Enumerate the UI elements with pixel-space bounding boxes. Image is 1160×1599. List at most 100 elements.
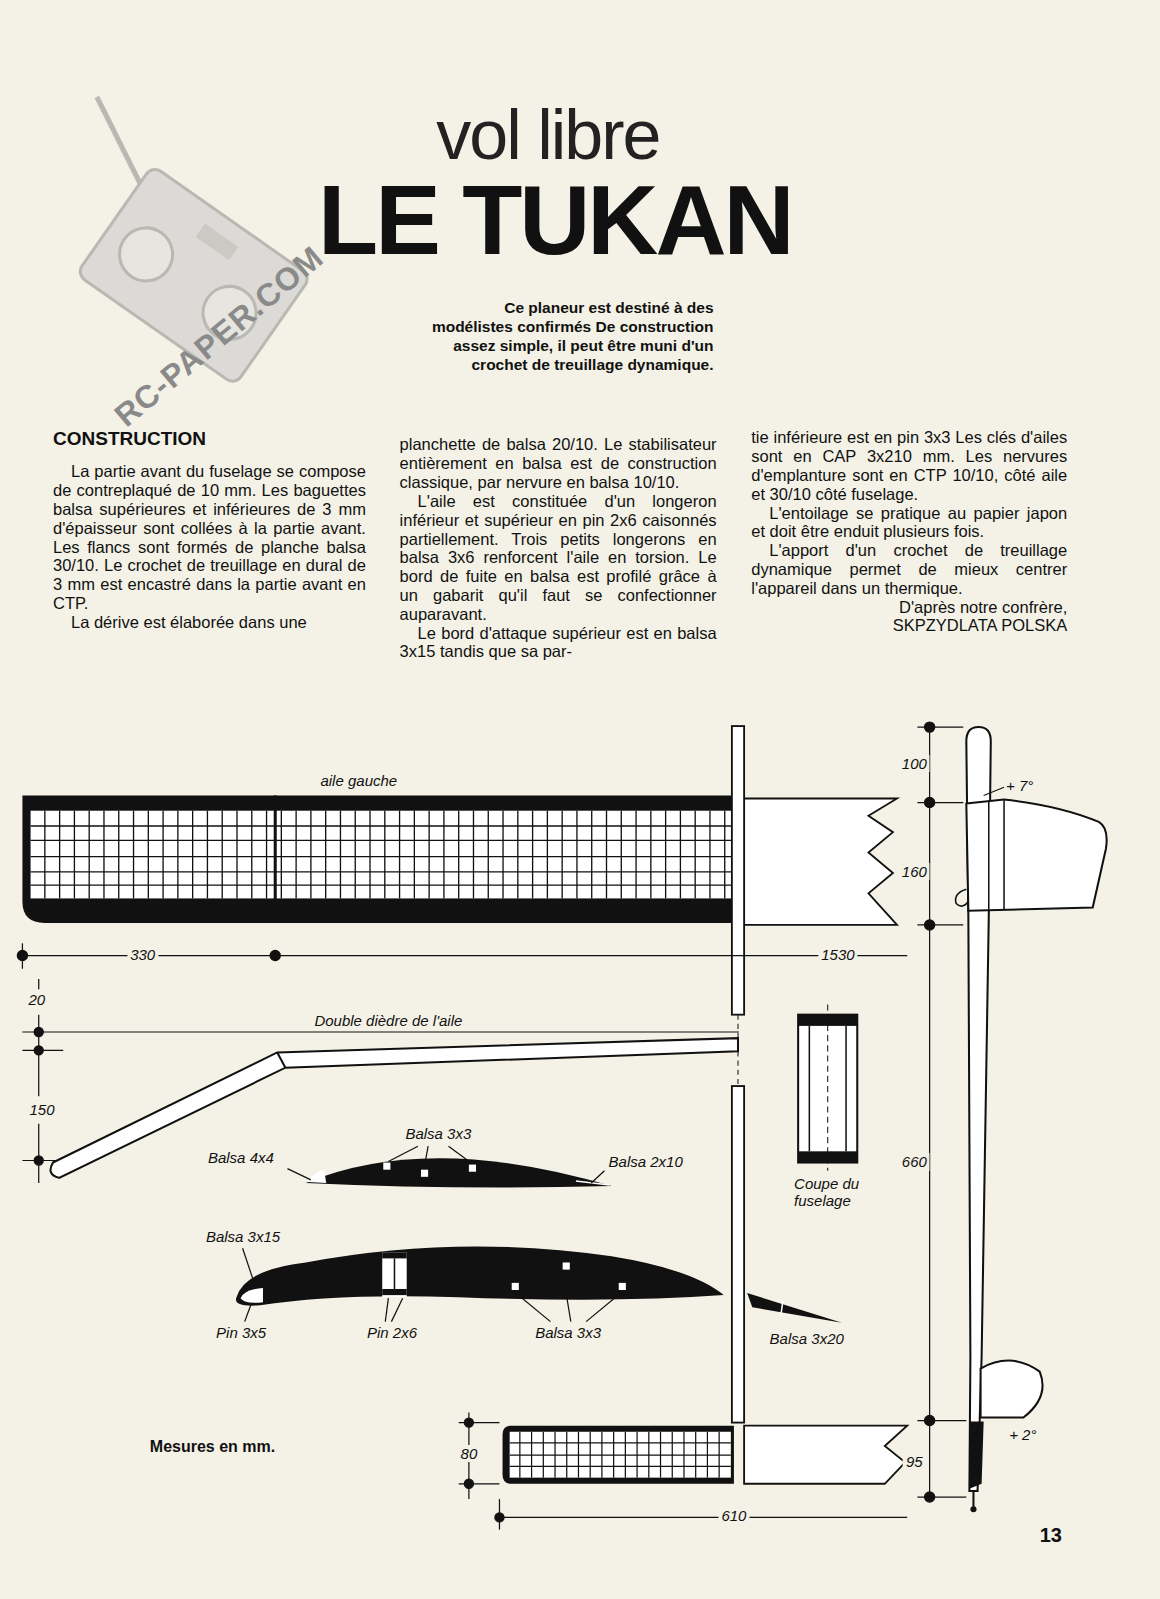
transmitter-watermark <box>196 224 239 261</box>
part-label: Balsa 3x15 <box>206 1228 280 1245</box>
wing-top-view <box>547 811 548 899</box>
dihedral-view <box>22 1031 739 1032</box>
dimension: 150 <box>27 1101 58 1118</box>
wing-top-view <box>695 811 696 899</box>
wing-top-view <box>635 811 636 899</box>
section-heading: CONSTRUCTION <box>53 428 366 450</box>
wing-top-view <box>274 795 277 922</box>
wing-top-view <box>325 811 326 899</box>
fuselage-top-view <box>732 726 744 1423</box>
part-label: Pin 3x5 <box>216 1324 266 1341</box>
dimension: 100 <box>899 755 930 772</box>
wing-top-view <box>103 811 104 899</box>
angle-label: + 2° <box>1009 1426 1036 1443</box>
wing-section <box>512 1283 519 1290</box>
fuselage-section <box>809 1026 811 1151</box>
wing-top-view <box>22 795 897 925</box>
fuselage-side-view <box>984 787 1004 795</box>
wing-section <box>245 1305 251 1321</box>
stabilizer-top-view <box>707 1432 708 1478</box>
wing-section <box>243 1248 621 1321</box>
wing-top-view <box>473 811 474 899</box>
wing-top-view <box>31 884 732 885</box>
body-paragraph: La partie avant du fuselage se compose d… <box>53 462 366 613</box>
stabilizer-section <box>591 1171 604 1183</box>
wing-top-view <box>295 811 296 899</box>
wing-top-view <box>31 811 732 899</box>
dimension: 610 <box>718 1507 749 1524</box>
fuselage-side-view <box>981 1361 1043 1418</box>
wing-top-view <box>650 811 651 899</box>
body-paragraph: tie inférieure est en pin 3x3 Les clés d… <box>751 428 1067 503</box>
wing-section <box>391 1298 402 1321</box>
span-dimension <box>17 950 27 960</box>
side-dimension <box>917 726 963 727</box>
wing-section <box>516 1293 551 1322</box>
view-label: Double dièdre de l'aile <box>314 1012 462 1029</box>
transmitter-watermark <box>109 218 183 292</box>
dihedral-view <box>34 1156 43 1165</box>
dimension: 160 <box>899 863 930 880</box>
fuselage-side-view <box>969 1422 983 1489</box>
stabilizer-dimensions <box>464 1479 473 1488</box>
page-number: 13 <box>1040 1524 1062 1547</box>
stabilizer-section <box>469 1165 476 1172</box>
dihedral-view <box>277 1052 285 1067</box>
wing-top-view <box>31 825 732 826</box>
section-kicker: vol libre <box>436 100 659 170</box>
angle-label: + 7° <box>1006 777 1033 794</box>
wing-top-view <box>177 811 178 899</box>
wing-section <box>382 1252 406 1297</box>
stabilizer-dimensions <box>495 1513 504 1522</box>
stabilizer-section <box>388 1146 418 1161</box>
wing-top-view <box>251 811 252 899</box>
stabilizer-top-view <box>503 1426 734 1484</box>
body-paragraph: planchette de balsa 20/10. Le stabilisat… <box>400 435 717 491</box>
stabilizer-top-view <box>648 1432 649 1478</box>
wing-top-view <box>532 811 533 899</box>
fuselage-section <box>845 1026 847 1151</box>
wing-top-view <box>428 811 429 899</box>
wing-top-view <box>31 856 732 857</box>
stabilizer-section <box>287 1146 611 1187</box>
wing-section <box>382 1289 406 1295</box>
body-paragraph: Le bord d'attaque supérieur est en balsa… <box>400 624 717 662</box>
stabilizer-top-view <box>695 1432 696 1478</box>
stabilizer-section <box>449 1146 472 1163</box>
dimension: 1530 <box>818 946 857 963</box>
stabilizer-dimensions <box>464 1418 473 1427</box>
stabilizer-section <box>421 1170 428 1177</box>
stabilizer-top-view <box>719 1432 720 1478</box>
body-paragraph: La dérive est élaborée dans une <box>53 613 366 632</box>
part-label: Balsa 3x3 <box>535 1324 601 1341</box>
stabilizer-dimensions <box>499 1517 907 1518</box>
fuselage-side-view <box>988 802 990 910</box>
wing-top-view <box>414 811 415 899</box>
span-dimension <box>17 943 907 968</box>
fuselage-section <box>798 1004 857 1170</box>
wing-section <box>385 1298 388 1321</box>
dimension: 95 <box>903 1453 926 1470</box>
stabilizer-section <box>287 1169 310 1180</box>
wing-top-view <box>517 811 518 899</box>
stabilizer-top-view <box>531 1432 532 1478</box>
page-title: LE TUKAN <box>318 171 792 269</box>
stabilizer-section <box>308 1170 326 1183</box>
stabilizer-top-view <box>601 1432 602 1478</box>
stabilizer-top-view <box>625 1432 626 1478</box>
part-label: Balsa 3x3 <box>405 1125 471 1142</box>
body-paragraph: L'entoilage se pratique au papier japon … <box>751 504 1067 542</box>
wing-top-view <box>222 811 223 899</box>
text-column: CONSTRUCTION La partie avant du fuselage … <box>53 428 366 631</box>
dihedral-view <box>34 1027 43 1036</box>
wing-top-view <box>606 811 607 899</box>
wing-top-view <box>31 840 732 841</box>
wing-top-view <box>458 811 459 899</box>
wing-top-view <box>709 811 710 899</box>
view-label: aile gauche <box>320 772 397 789</box>
stabilizer-top-view <box>519 1432 520 1478</box>
wing-section <box>747 1293 842 1323</box>
stabilizer-top-view <box>590 1432 591 1478</box>
span-dimension <box>270 950 280 960</box>
